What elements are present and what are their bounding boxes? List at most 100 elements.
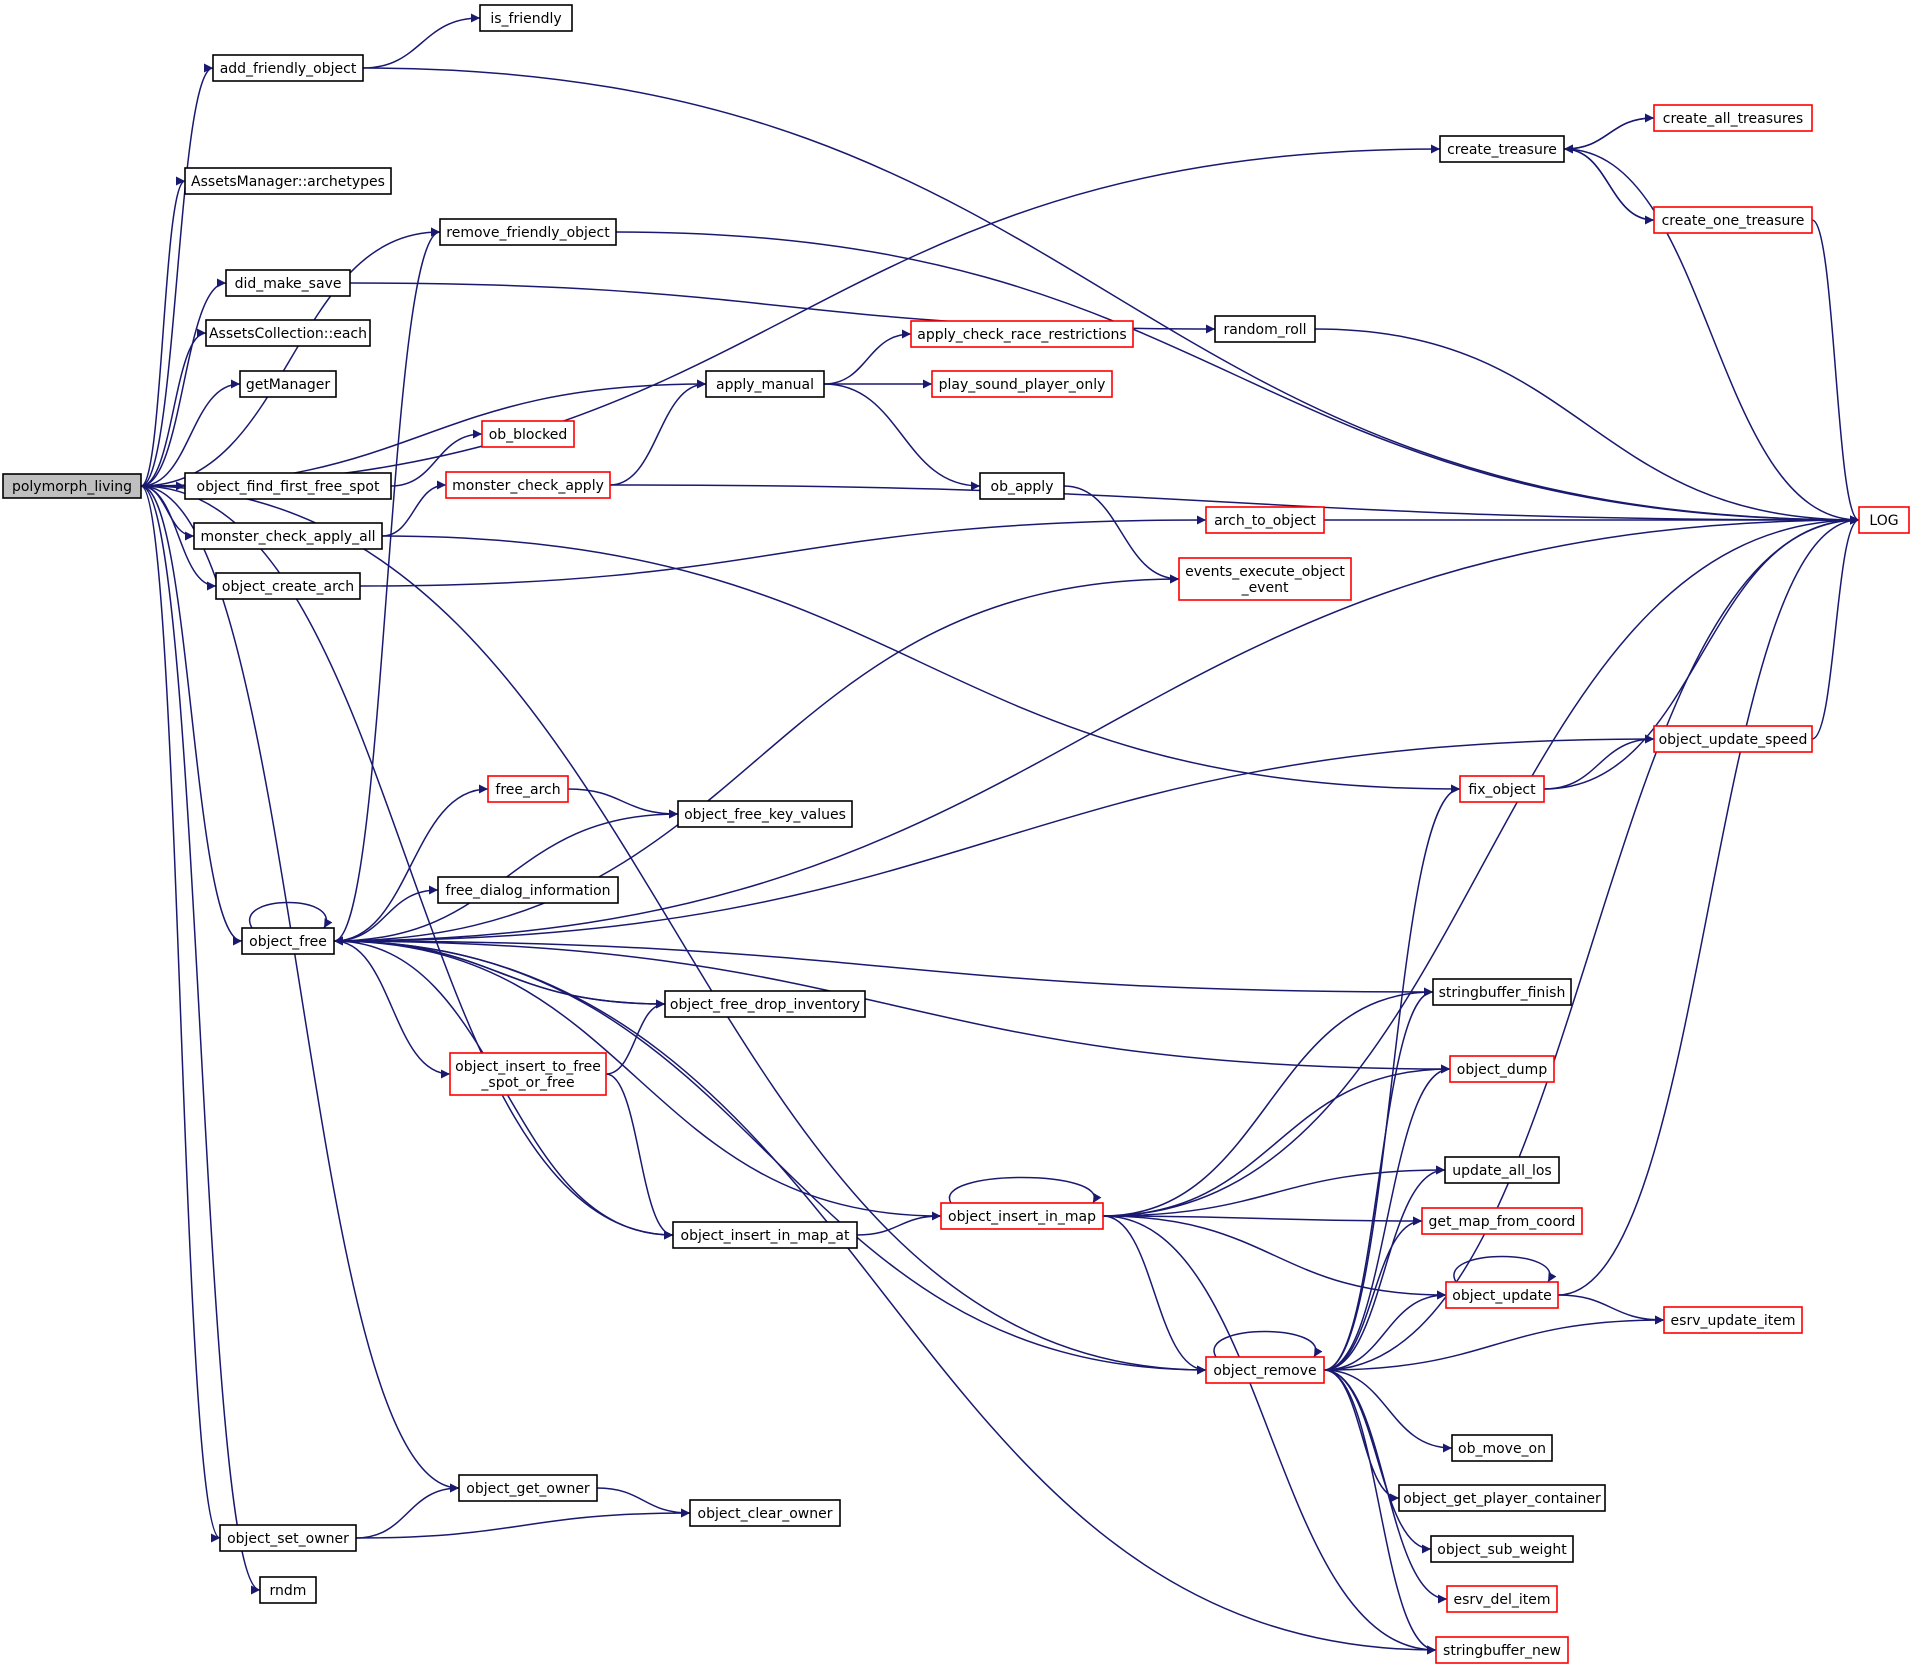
node-box-stringbuffer_new: [1435, 1636, 1569, 1664]
node-object_insert_in_map[interactable]: object_insert_in_map: [940, 1202, 1104, 1230]
node-object_dump[interactable]: object_dump: [1449, 1055, 1555, 1083]
edge-free_arch-to-object_free_key_values: [567, 788, 679, 819]
node-object_free_key_values[interactable]: object_free_key_values: [677, 800, 853, 828]
node-box-ob_apply: [979, 472, 1065, 500]
node-add_friendly_object[interactable]: add_friendly_object: [212, 54, 364, 82]
node-getManager[interactable]: getManager: [239, 370, 337, 398]
node-object_clear_owner[interactable]: object_clear_owner: [689, 1499, 841, 1527]
edge-polymorph_living-to-did_make_save: [140, 278, 227, 487]
edge-object_remove-to-object_dump: [1323, 1064, 1451, 1371]
node-events_execute_object_event[interactable]: events_execute_object_event: [1178, 557, 1352, 601]
node-apply_check_race_restrictions[interactable]: apply_check_race_restrictions: [910, 320, 1134, 348]
node-AssetsManager_archetypes[interactable]: AssetsManager::archetypes: [184, 167, 392, 195]
node-ob_move_on[interactable]: ob_move_on: [1451, 1434, 1553, 1462]
node-did_make_save[interactable]: did_make_save: [225, 269, 351, 297]
node-is_friendly[interactable]: is_friendly: [479, 4, 573, 32]
node-box-object_insert_in_map_at: [672, 1221, 858, 1249]
node-object_update_speed[interactable]: object_update_speed: [1653, 725, 1813, 753]
node-esrv_update_item[interactable]: esrv_update_item: [1663, 1306, 1803, 1334]
node-create_one_treasure[interactable]: create_one_treasure: [1653, 206, 1813, 234]
node-update_all_los[interactable]: update_all_los: [1444, 1156, 1560, 1184]
edge-object_create_arch-to-arch_to_object: [359, 515, 1207, 587]
node-label-play_sound_player_only: play_sound_player_only: [939, 377, 1106, 393]
node-object_sub_weight[interactable]: object_sub_weight: [1430, 1535, 1574, 1563]
node-label-events_execute_object_event-line-1: _event: [1241, 580, 1289, 596]
node-object_get_owner[interactable]: object_get_owner: [458, 1474, 598, 1502]
node-box-object_find_first_free_spot: [184, 472, 392, 500]
node-box-create_one_treasure: [1653, 206, 1813, 234]
edge-object_free-to-LOG: [333, 515, 1860, 942]
node-stringbuffer_new[interactable]: stringbuffer_new: [1435, 1636, 1569, 1664]
node-object_set_owner[interactable]: object_set_owner: [219, 1524, 357, 1552]
node-free_arch[interactable]: free_arch: [487, 775, 569, 803]
edge-object_free-to-object_update_speed: [333, 734, 1655, 942]
edge-object_remove-to-object_remove: [1213, 1330, 1323, 1358]
node-fix_object[interactable]: fix_object: [1459, 775, 1545, 803]
node-label-rndm: rndm: [270, 1583, 307, 1599]
edge-object_free-to-remove_friendly_object: [333, 227, 441, 942]
node-ob_apply[interactable]: ob_apply: [979, 472, 1065, 500]
edge-object_update-to-LOG: [1557, 515, 1860, 1296]
node-label-remove_friendly_object: remove_friendly_object: [446, 225, 610, 241]
edge-object_remove-to-stringbuffer_finish: [1323, 987, 1434, 1371]
node-box-fix_object: [1459, 775, 1545, 803]
node-LOG[interactable]: LOG: [1858, 506, 1910, 534]
node-create_treasure[interactable]: create_treasure: [1439, 135, 1565, 163]
node-box-object_dump: [1449, 1055, 1555, 1083]
node-box-LOG: [1858, 506, 1910, 534]
node-object_get_player_container[interactable]: object_get_player_container: [1398, 1484, 1606, 1512]
node-random_roll[interactable]: random_roll: [1214, 315, 1316, 343]
node-ob_blocked[interactable]: ob_blocked: [481, 420, 575, 448]
node-box-object_clear_owner: [689, 1499, 841, 1527]
edge-object_insert_to_free_spot_or_free-to-object_free_drop_inventory: [605, 999, 666, 1075]
edge-object_free-to-events_execute_object_event: [333, 574, 1180, 942]
node-label-object_remove: object_remove: [1213, 1363, 1316, 1379]
edge-polymorph_living-to-object_free: [140, 485, 243, 946]
node-object_free_drop_inventory[interactable]: object_free_drop_inventory: [664, 990, 866, 1018]
node-box-get_map_from_coord: [1421, 1207, 1583, 1235]
node-label-AssetsManager_archetypes: AssetsManager::archetypes: [191, 174, 385, 190]
edge-create_treasure-to-LOG: [1563, 148, 1860, 525]
node-object_free[interactable]: object_free: [241, 927, 335, 955]
edge-polymorph_living-to-getManager: [140, 379, 241, 487]
node-label-object_set_owner: object_set_owner: [227, 1531, 349, 1547]
node-monster_check_apply[interactable]: monster_check_apply: [445, 471, 611, 499]
node-remove_friendly_object[interactable]: remove_friendly_object: [439, 218, 617, 246]
node-object_remove[interactable]: object_remove: [1205, 1356, 1325, 1384]
node-play_sound_player_only[interactable]: play_sound_player_only: [931, 370, 1113, 398]
edge-object_remove-to-stringbuffer_new: [1323, 1369, 1437, 1655]
edge-create_all_treasures-to-create_treasure: [1563, 117, 1655, 154]
node-label-free_arch: free_arch: [495, 782, 560, 798]
node-apply_manual[interactable]: apply_manual: [705, 370, 825, 398]
node-rndm[interactable]: rndm: [259, 1576, 317, 1604]
node-label-monster_check_apply: monster_check_apply: [452, 478, 604, 494]
node-box-play_sound_player_only: [931, 370, 1113, 398]
edge-monster_check_apply_all-to-fix_object: [381, 535, 1461, 794]
node-free_dialog_information[interactable]: free_dialog_information: [437, 876, 619, 904]
node-object_insert_in_map_at[interactable]: object_insert_in_map_at: [672, 1221, 858, 1249]
edge-object_insert_in_map-to-update_all_los: [1102, 1165, 1446, 1217]
node-stringbuffer_finish[interactable]: stringbuffer_finish: [1432, 978, 1572, 1006]
edge-object_free-to-object_dump: [333, 940, 1451, 1074]
node-label-fix_object: fix_object: [1468, 782, 1536, 798]
edge-object_free-to-object_insert_to_free_spot_or_free: [333, 940, 451, 1079]
edge-object_remove-to-get_map_from_coord: [1323, 1216, 1423, 1371]
node-polymorph_living[interactable]: polymorph_living: [2, 473, 142, 499]
node-AssetsCollection_each[interactable]: AssetsCollection::each: [205, 319, 371, 347]
node-label-esrv_update_item: esrv_update_item: [1671, 1313, 1796, 1329]
node-box-update_all_los: [1444, 1156, 1560, 1184]
node-label-object_find_first_free_spot: object_find_first_free_spot: [197, 479, 380, 495]
node-get_map_from_coord[interactable]: get_map_from_coord: [1421, 1207, 1583, 1235]
node-object_create_arch[interactable]: object_create_arch: [215, 572, 361, 600]
node-label-ob_move_on: ob_move_on: [1458, 1441, 1546, 1457]
node-esrv_del_item[interactable]: esrv_del_item: [1446, 1585, 1558, 1613]
node-monster_check_apply_all[interactable]: monster_check_apply_all: [193, 522, 383, 550]
node-label-is_friendly: is_friendly: [490, 11, 561, 27]
node-arch_to_object[interactable]: arch_to_object: [1205, 506, 1325, 534]
node-create_all_treasures[interactable]: create_all_treasures: [1653, 104, 1813, 132]
node-label-get_map_from_coord: get_map_from_coord: [1429, 1214, 1576, 1230]
node-object_insert_to_free_spot_or_free[interactable]: object_insert_to_free_spot_or_free: [449, 1052, 607, 1096]
edge-polymorph_living-to-AssetsManager_archetypes: [140, 176, 186, 487]
node-object_update[interactable]: object_update: [1445, 1281, 1559, 1309]
node-object_find_first_free_spot[interactable]: object_find_first_free_spot: [184, 472, 392, 500]
